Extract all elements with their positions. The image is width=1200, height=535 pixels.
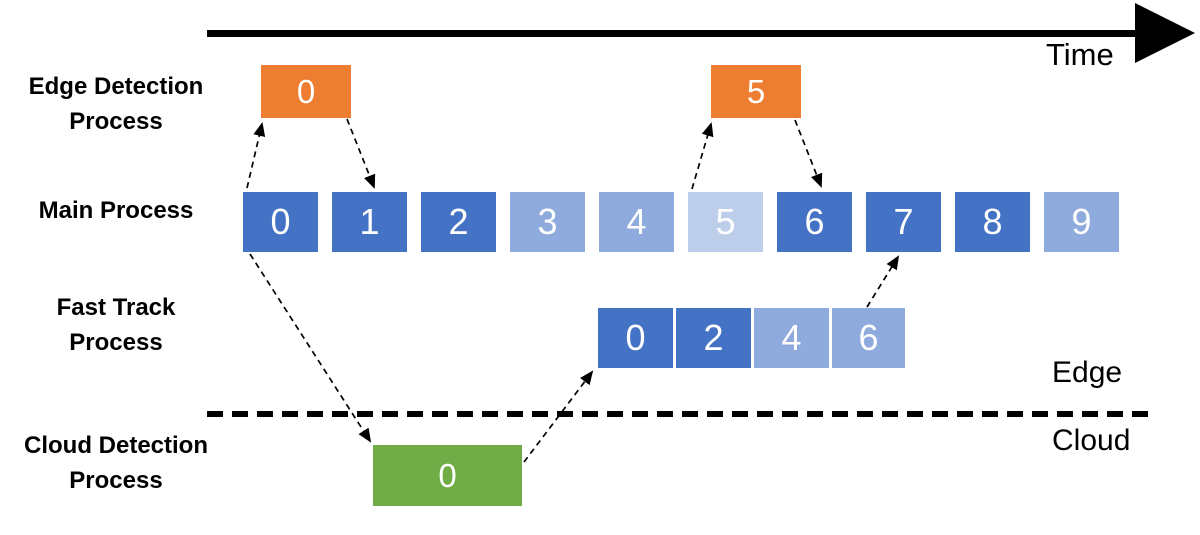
task-box-main-2: 2 xyxy=(421,192,496,252)
arrow-main5-to-edgedet5 xyxy=(691,122,714,190)
arrow-clouddet0-to-fasttrack0 xyxy=(523,370,594,463)
label-line: Process xyxy=(69,329,163,356)
label-line: Process xyxy=(69,108,163,135)
main-process-label: Main Process xyxy=(8,193,224,228)
fast-track-process-label: Fast Track Process xyxy=(8,290,224,360)
arrow-fasttrack6-to-main7 xyxy=(866,255,900,308)
task-box-main-8: 8 xyxy=(955,192,1030,252)
task-box-fast-track-2: 2 xyxy=(676,308,751,368)
task-box-edge-detection-5: 5 xyxy=(711,65,801,118)
task-box-main-9: 9 xyxy=(1044,192,1119,252)
label-line: Process xyxy=(69,467,163,494)
task-box-main-0: 0 xyxy=(243,192,318,252)
edge-detection-process-label: Edge Detection Process xyxy=(8,69,224,139)
arrow-main0-to-edgedet0 xyxy=(246,122,266,189)
time-axis-arrowhead-icon xyxy=(1135,3,1195,63)
task-box-main-7: 7 xyxy=(866,192,941,252)
arrow-edgedet5-to-main6 xyxy=(794,119,823,188)
task-box-edge-detection-0: 0 xyxy=(261,65,351,118)
label-line: Edge Detection xyxy=(28,73,204,100)
arrow-edgedet0-to-main1 xyxy=(346,118,376,189)
task-box-main-3: 3 xyxy=(510,192,585,252)
task-box-main-1: 1 xyxy=(332,192,407,252)
label-line: Cloud Detection xyxy=(24,432,208,459)
task-box-cloud-detection-0: 0 xyxy=(373,445,522,506)
edge-cloud-divider xyxy=(207,411,1152,417)
task-box-fast-track-4: 4 xyxy=(754,308,829,368)
cloud-region-label: Cloud xyxy=(1052,424,1131,457)
label-line: Main Process xyxy=(38,197,194,224)
cloud-detection-process-label: Cloud Detection Process xyxy=(8,428,224,498)
label-line: Fast Track xyxy=(56,294,176,321)
task-box-fast-track-6: 6 xyxy=(832,308,905,368)
time-axis-line xyxy=(207,30,1135,37)
task-box-main-5: 5 xyxy=(688,192,763,252)
edge-region-label: Edge xyxy=(1052,356,1123,389)
task-box-main-4: 4 xyxy=(599,192,674,252)
task-box-fast-track-0: 0 xyxy=(598,308,673,368)
task-box-main-6: 6 xyxy=(777,192,852,252)
time-axis-label: Time xyxy=(1046,37,1114,72)
